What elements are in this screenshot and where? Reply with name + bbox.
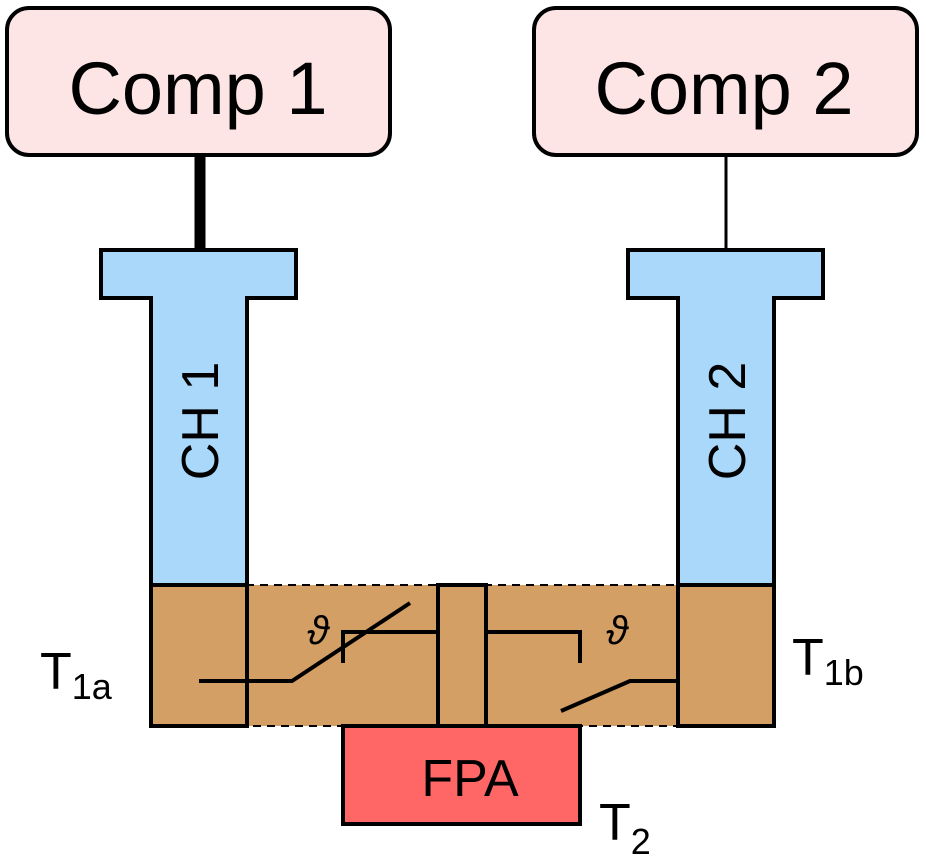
comp1-box[interactable] (5, 6, 392, 157)
left-switch-contact (341, 630, 438, 663)
comp2-label: Comp 2 (594, 47, 853, 130)
right-thermal-switch[interactable]: ϑ (486, 609, 678, 713)
ch2-label: CH 2 (699, 362, 757, 480)
t2-subscript: 2 (631, 821, 651, 862)
fpa-post (436, 583, 488, 728)
t1a-subscript: 1a (72, 666, 113, 707)
t1b-label: T1b (792, 629, 864, 693)
fpa-box[interactable] (341, 724, 582, 826)
ch1-label: CH 1 (172, 362, 230, 480)
left-switch-wire (199, 601, 412, 683)
comp2-box[interactable] (532, 6, 919, 157)
right-switch-wire (560, 679, 678, 713)
t1b-base: T (792, 629, 824, 687)
t2-label: T2 (599, 794, 651, 862)
left-thermal-switch[interactable]: ϑ (199, 601, 438, 683)
comp1-label: Comp 1 (68, 47, 327, 130)
t1b-subscript: 1b (824, 652, 864, 693)
right-switch-symbol: ϑ (606, 609, 630, 653)
right-switch-contact (486, 630, 582, 663)
thermal-block-t1a (149, 583, 249, 728)
thermal-block-t1b (676, 583, 776, 728)
fpa-label: FPA (421, 750, 519, 808)
t1a-base: T (40, 643, 72, 701)
t2-base: T (599, 794, 631, 852)
t1a-label: T1a (40, 643, 113, 707)
left-switch-symbol: ϑ (307, 609, 331, 653)
